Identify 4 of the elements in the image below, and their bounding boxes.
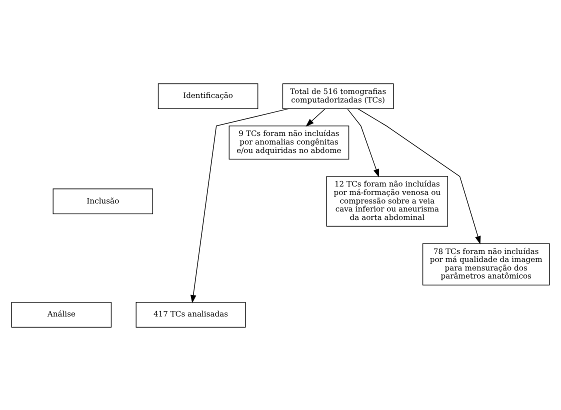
arrow [306, 108, 326, 126]
arrow [357, 108, 481, 244]
arrow [190, 108, 290, 303]
arrow [347, 108, 379, 177]
